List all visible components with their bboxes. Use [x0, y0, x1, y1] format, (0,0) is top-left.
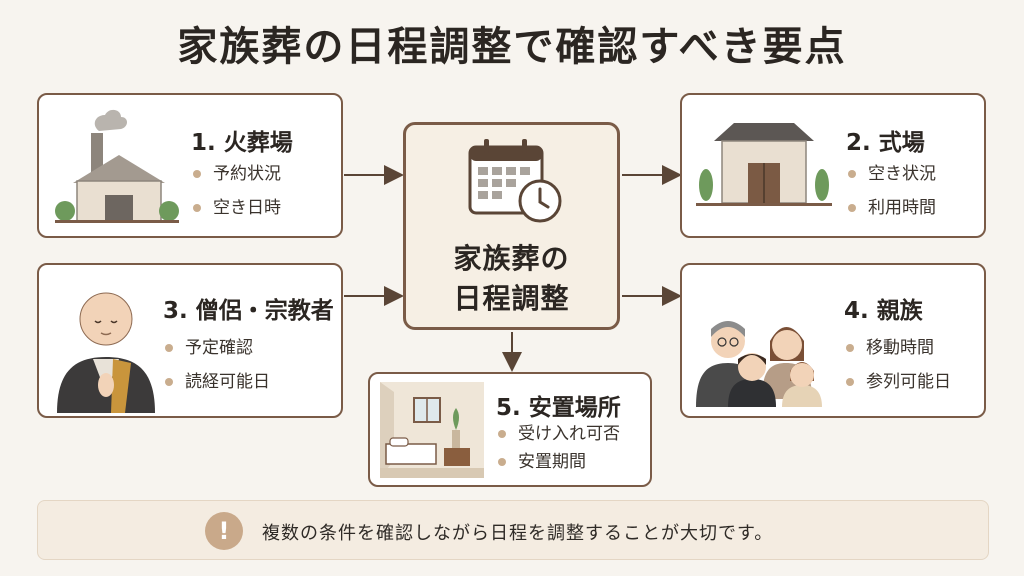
- center-line-1: 家族葬の: [453, 242, 570, 275]
- list-item: 受け入れ可否: [498, 420, 620, 448]
- exclamation-icon: !: [205, 512, 243, 550]
- bullet-dot-icon: [165, 378, 173, 386]
- bullet-dot-icon: [848, 204, 856, 212]
- bullet-dot-icon: [846, 344, 854, 352]
- page-title: 家族葬の日程調整で確認すべき要点: [177, 24, 847, 70]
- resting-place-list: 受け入れ可否 安置期間: [498, 420, 620, 476]
- priest-icon: [57, 292, 155, 413]
- list-item: 予約状況: [193, 157, 281, 191]
- center-node: 家族葬の 日程調整: [403, 122, 620, 330]
- list-item: 利用時間: [848, 191, 936, 225]
- list-item: 移動時間: [846, 331, 951, 365]
- crematorium-icon: [55, 109, 179, 223]
- card-relatives: 4. 親族 移動時間 参列可能日: [680, 263, 986, 418]
- venue-title: 2. 式場: [846, 130, 925, 156]
- bullet-dot-icon: [846, 378, 854, 386]
- relatives-title: 4. 親族: [844, 298, 923, 324]
- venue-building-icon: [696, 123, 832, 206]
- card-priest: 3. 僧侶・宗教者 予定確認 読経可能日: [37, 263, 343, 418]
- card-resting-place: 5. 安置場所 受け入れ可否 安置期間: [368, 372, 652, 487]
- bullet-dot-icon: [165, 344, 173, 352]
- priest-list: 予定確認 読経可能日: [165, 331, 270, 399]
- calendar-clock-icon: [468, 139, 562, 223]
- note-text: 複数の条件を確認しながら日程を調整することが大切です。: [262, 523, 774, 544]
- family-icon: [696, 321, 822, 407]
- card-crematorium: 1. 火葬場 予約状況 空き日時: [37, 93, 343, 238]
- resting-room-icon: [380, 382, 484, 478]
- bullet-dot-icon: [193, 170, 201, 178]
- card-venue: 2. 式場 空き状況 利用時間: [680, 93, 986, 238]
- crematorium-list: 予約状況 空き日時: [193, 157, 281, 225]
- list-item: 予定確認: [165, 331, 270, 365]
- list-item: 読経可能日: [165, 365, 270, 399]
- list-item: 安置期間: [498, 448, 620, 476]
- bullet-dot-icon: [193, 204, 201, 212]
- bullet-dot-icon: [848, 170, 856, 178]
- crematorium-title: 1. 火葬場: [191, 130, 293, 156]
- list-item: 空き日時: [193, 191, 281, 225]
- center-line-2: 日程調整: [453, 282, 570, 315]
- bullet-dot-icon: [498, 430, 506, 438]
- bullet-dot-icon: [498, 458, 506, 466]
- priest-title: 3. 僧侶・宗教者: [163, 298, 334, 324]
- note-banner: ! 複数の条件を確認しながら日程を調整することが大切です。: [37, 500, 989, 560]
- relatives-list: 移動時間 参列可能日: [846, 331, 951, 399]
- resting-place-title: 5. 安置場所: [496, 395, 621, 421]
- list-item: 空き状況: [848, 157, 936, 191]
- venue-list: 空き状況 利用時間: [848, 157, 936, 225]
- list-item: 参列可能日: [846, 365, 951, 399]
